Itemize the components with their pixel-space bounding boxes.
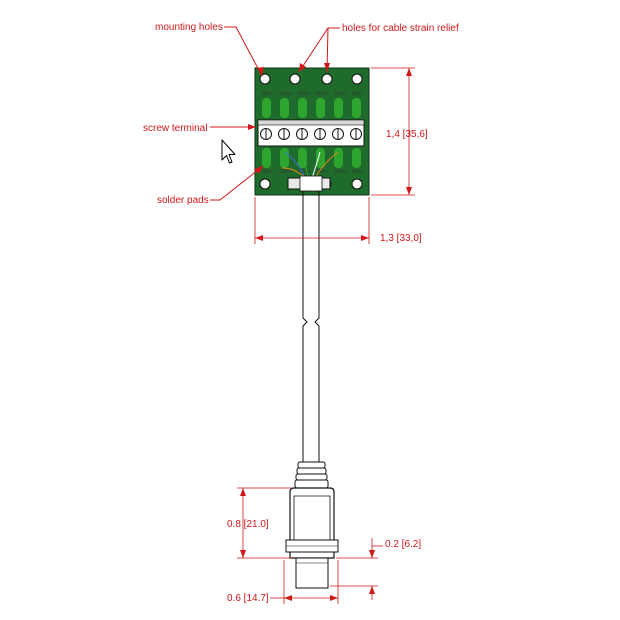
dimension-label: 0.2 [6.2]: [385, 539, 421, 550]
dimension-label: 1,3 [33,0]: [380, 233, 422, 244]
callout-screw-terminal: screw terminal: [143, 123, 256, 134]
callout-label: screw terminal: [143, 123, 207, 134]
pin-label: DIO2+: [298, 169, 311, 174]
callout-label: solder pads: [157, 195, 209, 206]
pin-label: DIO3+: [280, 91, 293, 96]
dimension-connector-height: 0.8 [21.0]: [227, 487, 292, 559]
dimension-label: 1,4 [35,6]: [386, 129, 428, 140]
callout-strain-relief: holes for cable strain relief: [298, 23, 459, 73]
dimension-connector-offset: 0.2 [6.2]: [330, 538, 421, 600]
pin-label: DIO3+: [280, 169, 293, 174]
dimension-label: 0.6 [14.7]: [227, 593, 269, 604]
dimension-board-height: 1,4 [35,6]: [371, 67, 428, 196]
solder-pads-top: [262, 98, 361, 118]
pin-label: N05+: [352, 91, 363, 96]
cable-clamp: [287, 175, 331, 192]
cable: [302, 191, 320, 462]
pin-label: N05+: [262, 91, 273, 96]
mounting-hole: [259, 73, 271, 85]
screw-terminal: [257, 119, 365, 147]
mounting-hole: [351, 73, 363, 85]
callout-mounting-holes: mounting holes: [155, 22, 264, 77]
dimension-board-width: 1,3 [33,0]: [254, 197, 422, 244]
pcb-board: N05+ DIO3+ DIO2+ DIO1+ DIO0+ N05+ N05+ D…: [254, 67, 370, 196]
pin-label: N05+: [262, 169, 273, 174]
pin-label: DIO1+: [316, 169, 329, 174]
mounting-hole: [351, 178, 363, 190]
strain-relief-hole: [321, 73, 333, 85]
pin-labels-top: N05+ DIO3+ DIO2+ DIO1+ DIO0+ N05+: [262, 91, 363, 96]
pin-label: N05+: [352, 169, 363, 174]
callout-label: mounting holes: [155, 22, 223, 33]
strain-relief-hole: [289, 73, 301, 85]
mouse-pointer-icon: [221, 139, 236, 164]
pin-labels-bottom: N05+ DIO3+ DIO2+ DIO1+ DIO0+ N05+: [262, 169, 363, 174]
callout-solder-pads: solder pads: [157, 165, 264, 206]
dimension-label: 0.8 [21.0]: [227, 519, 269, 530]
usb-connector: [285, 461, 339, 589]
mounting-hole: [259, 178, 271, 190]
pin-label: DIO0+: [334, 169, 347, 174]
pin-label: DIO2+: [298, 91, 311, 96]
pin-label: DIO1+: [316, 91, 329, 96]
callout-label: holes for cable strain relief: [342, 23, 459, 34]
pin-label: DIO0+: [334, 91, 347, 96]
dimension-connector-width: 0.6 [14.7]: [227, 560, 339, 604]
